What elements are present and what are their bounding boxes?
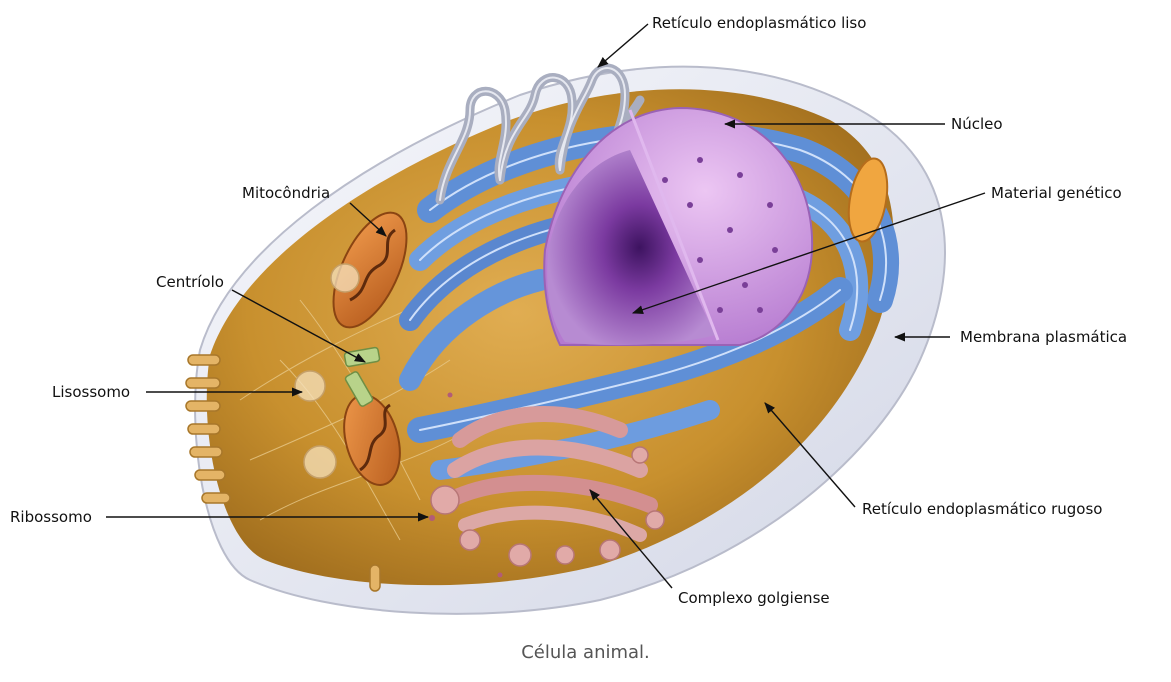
label-reticulo-rugoso: Retículo endoplasmático rugoso <box>862 500 1102 518</box>
label-mitocondria: Mitocôndria <box>242 184 330 202</box>
figure-caption: Célula animal. <box>0 642 1171 663</box>
label-material-genetico: Material genético <box>991 184 1122 202</box>
label-centriolo: Centríolo <box>156 273 224 291</box>
label-reticulo-liso: Retículo endoplasmático liso <box>652 14 866 32</box>
label-ribossomo: Ribossomo <box>10 508 92 526</box>
arrow-reticulo-liso <box>598 24 648 67</box>
label-membrana: Membrana plasmática <box>960 328 1127 346</box>
label-nucleo: Núcleo <box>951 115 1003 133</box>
label-lisossomo: Lisossomo <box>52 383 130 401</box>
label-golgi: Complexo golgiense <box>678 589 830 607</box>
